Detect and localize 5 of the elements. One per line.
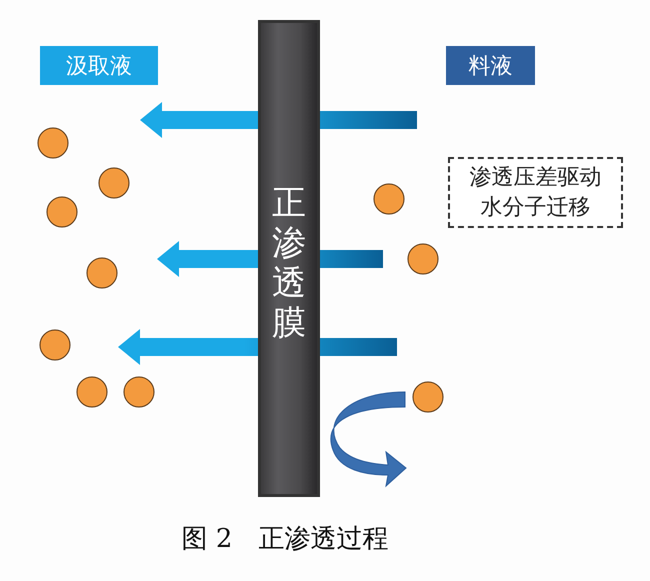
figure-caption: 图 2 正渗透过程 <box>180 523 390 556</box>
solution-label-box: 汲取液 <box>40 46 158 85</box>
membrane-bar: 正渗透膜 <box>258 20 320 497</box>
solution-label-box: 料液 <box>446 46 535 85</box>
note-box: 渗透压差驱动水分子迁移 <box>448 157 623 228</box>
